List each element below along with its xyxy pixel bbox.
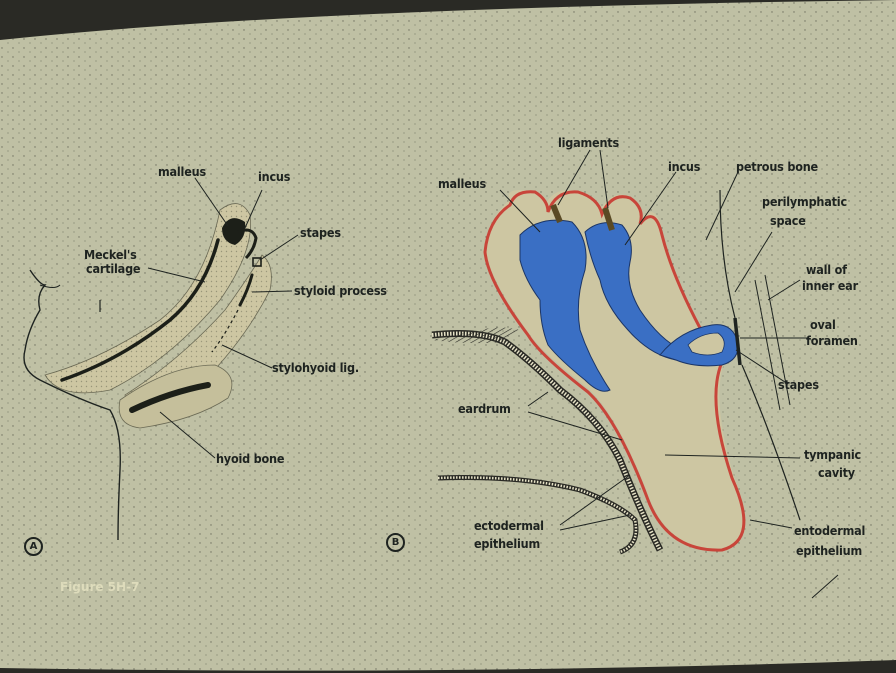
label-a-hyoid: hyoid bone (216, 452, 284, 465)
label-a-malleus: malleus (158, 165, 206, 178)
label-b-ectodermal-2: epithelium (474, 537, 540, 550)
label-a-styloid: styloid process (294, 284, 387, 297)
label-a-stapes: stapes (300, 226, 341, 239)
panel-b-marker: B (386, 533, 405, 552)
label-b-eardrum: eardrum (458, 402, 511, 415)
label-a-meckels-1: Meckel's (84, 248, 137, 261)
label-a-meckels-2: cartilage (86, 262, 140, 275)
panel-a-marker: A (24, 537, 43, 556)
label-b-tympanic-1: tympanic (804, 448, 861, 461)
label-b-stapes: stapes (778, 378, 819, 391)
label-b-oval-1: oval (810, 318, 836, 331)
figure-caption: Figure 5H-7 (60, 580, 139, 594)
label-b-tympanic-2: cavity (818, 466, 855, 479)
label-b-perilymph-2: space (770, 214, 806, 227)
label-a-incus: incus (258, 170, 290, 183)
label-b-incus: incus (668, 160, 700, 173)
label-b-ectodermal-1: ectodermal (474, 519, 544, 532)
label-b-petrous: petrous bone (736, 160, 818, 173)
label-b-oval-2: foramen (806, 334, 858, 347)
label-b-ligaments: ligaments (558, 136, 619, 149)
label-b-wall-1: wall of (806, 263, 847, 276)
label-b-malleus: malleus (438, 177, 486, 190)
label-b-entodermal-2: epithelium (796, 544, 862, 557)
label-a-stylohyoid: stylohyoid lig. (272, 361, 359, 374)
label-b-perilymph-1: perilymphatic (762, 195, 847, 208)
label-b-entodermal-1: entodermal (794, 524, 865, 537)
label-b-wall-2: inner ear (802, 279, 858, 292)
